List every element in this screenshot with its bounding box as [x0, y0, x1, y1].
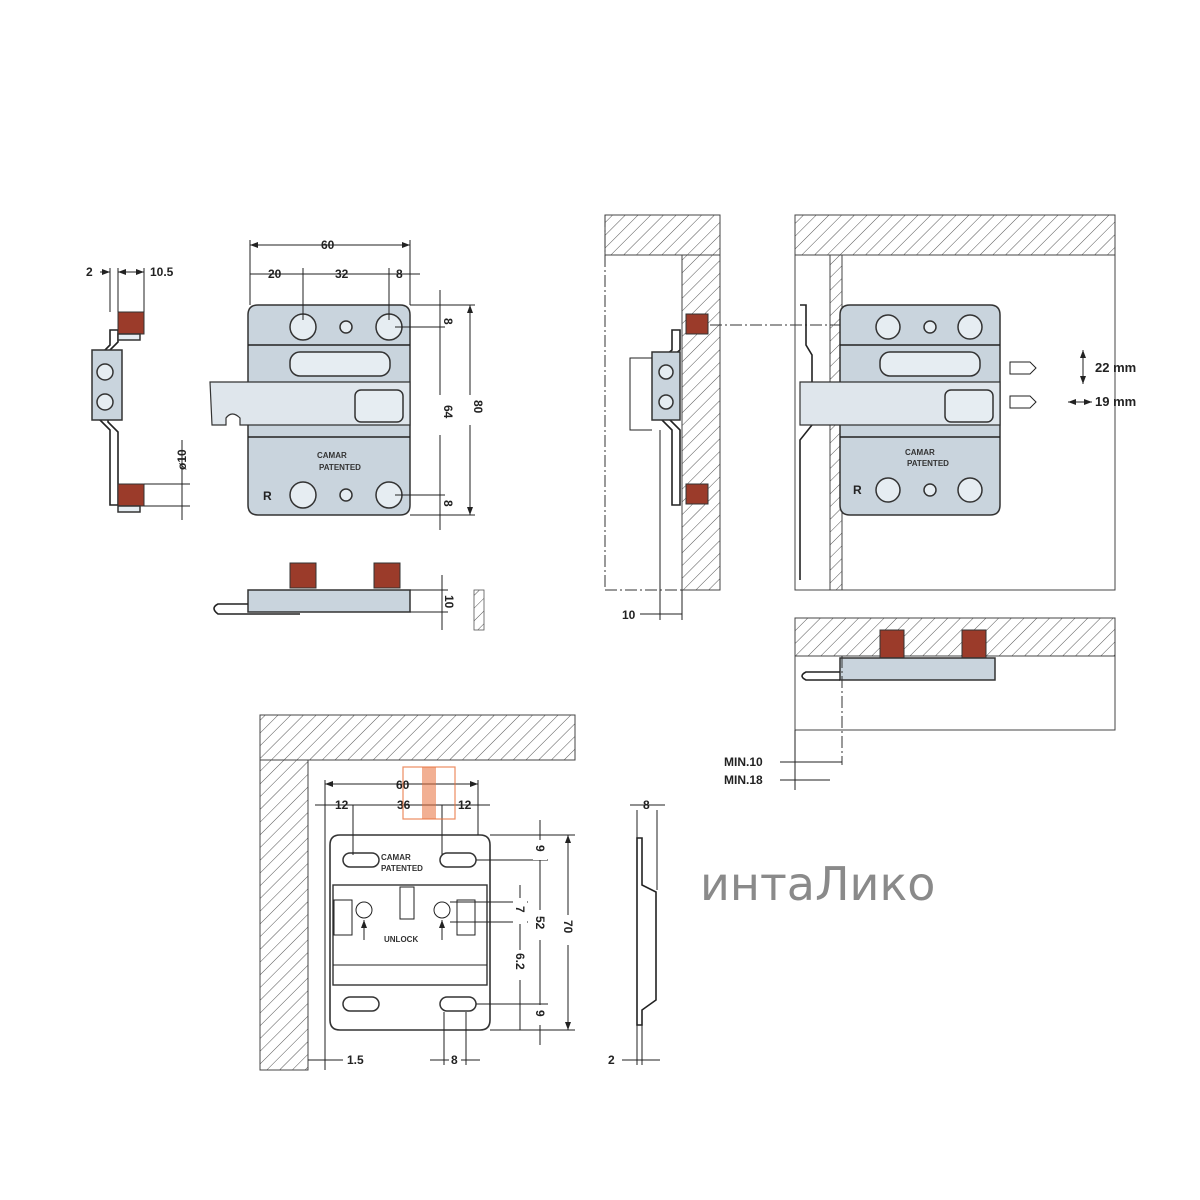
screwdriver-icon: [1009, 361, 1037, 409]
mount-dim-36: 36: [397, 798, 411, 812]
side-dim-10-5: 10.5: [150, 265, 174, 279]
front-dim-8-top: 8: [441, 318, 455, 325]
mount-dim-9-top: 9: [533, 845, 547, 852]
front-dim-80: 80: [471, 400, 485, 414]
bottom-dim-10: 10: [442, 595, 456, 609]
mount-dim-70: 70: [561, 920, 575, 934]
profile-dim-8: 8: [643, 798, 650, 812]
install-patented: PATENTED: [907, 459, 949, 468]
install-side-mark: R: [853, 483, 862, 497]
front-view: CAMAR PATENTED R 60 20 32 8 8 64 80 8: [209, 238, 485, 530]
front-brand: CAMAR: [317, 451, 347, 460]
unlock-label: UNLOCK: [384, 935, 418, 944]
mount-dim-6-2: 6.2: [513, 953, 527, 970]
mount-dim-1-5: 1.5: [347, 1053, 364, 1067]
mount-dim-9-bottom: 9: [533, 1010, 547, 1017]
front-dim-20: 20: [268, 267, 282, 281]
watermark-text: интаЛико: [700, 857, 935, 911]
adjust-horizontal-label: 19 mm: [1095, 394, 1136, 409]
install-view: 10 CAMAR PATENTED R 22 mm 19 mm: [604, 214, 1136, 622]
install-dim-10: 10: [622, 608, 636, 622]
front-dim-32: 32: [335, 267, 349, 281]
mount-patented: PATENTED: [381, 864, 423, 873]
front-dim-60: 60: [321, 238, 335, 252]
min-18-label: MIN.18: [724, 773, 763, 787]
install-brand: CAMAR: [905, 448, 935, 457]
min-10-label: MIN.10: [724, 755, 763, 769]
watermark: интаЛико: [402, 766, 935, 911]
mount-dim-8: 8: [451, 1053, 458, 1067]
side-view: 2 10.5 ø10: [86, 265, 190, 520]
side-dim-2: 2: [86, 265, 93, 279]
front-patented: PATENTED: [319, 463, 361, 472]
front-dim-8-bottom: 8: [441, 500, 455, 507]
mount-brand: CAMAR: [381, 853, 411, 862]
mount-dim-7: 7: [513, 906, 527, 913]
adjust-vertical-label: 22 mm: [1095, 360, 1136, 375]
front-dim-8: 8: [396, 267, 403, 281]
front-side-mark: R: [263, 489, 272, 503]
mount-dim-52: 52: [533, 916, 547, 930]
logo-icon: [402, 766, 456, 820]
side-dim-10: ø10: [175, 449, 189, 470]
front-dim-64: 64: [441, 405, 455, 419]
profile-dim-2: 2: [608, 1053, 615, 1067]
mount-dim-12-left: 12: [335, 798, 349, 812]
top-install-view: MIN.10 MIN.18: [724, 617, 1116, 790]
plate-profile: 8 2: [608, 798, 665, 1067]
mount-plate-view: CAMAR PATENTED UNLOCK 60 12 36 12 9 7 52…: [259, 714, 576, 1071]
mount-dim-12-right: 12: [458, 798, 472, 812]
bottom-view: 10: [213, 562, 485, 631]
